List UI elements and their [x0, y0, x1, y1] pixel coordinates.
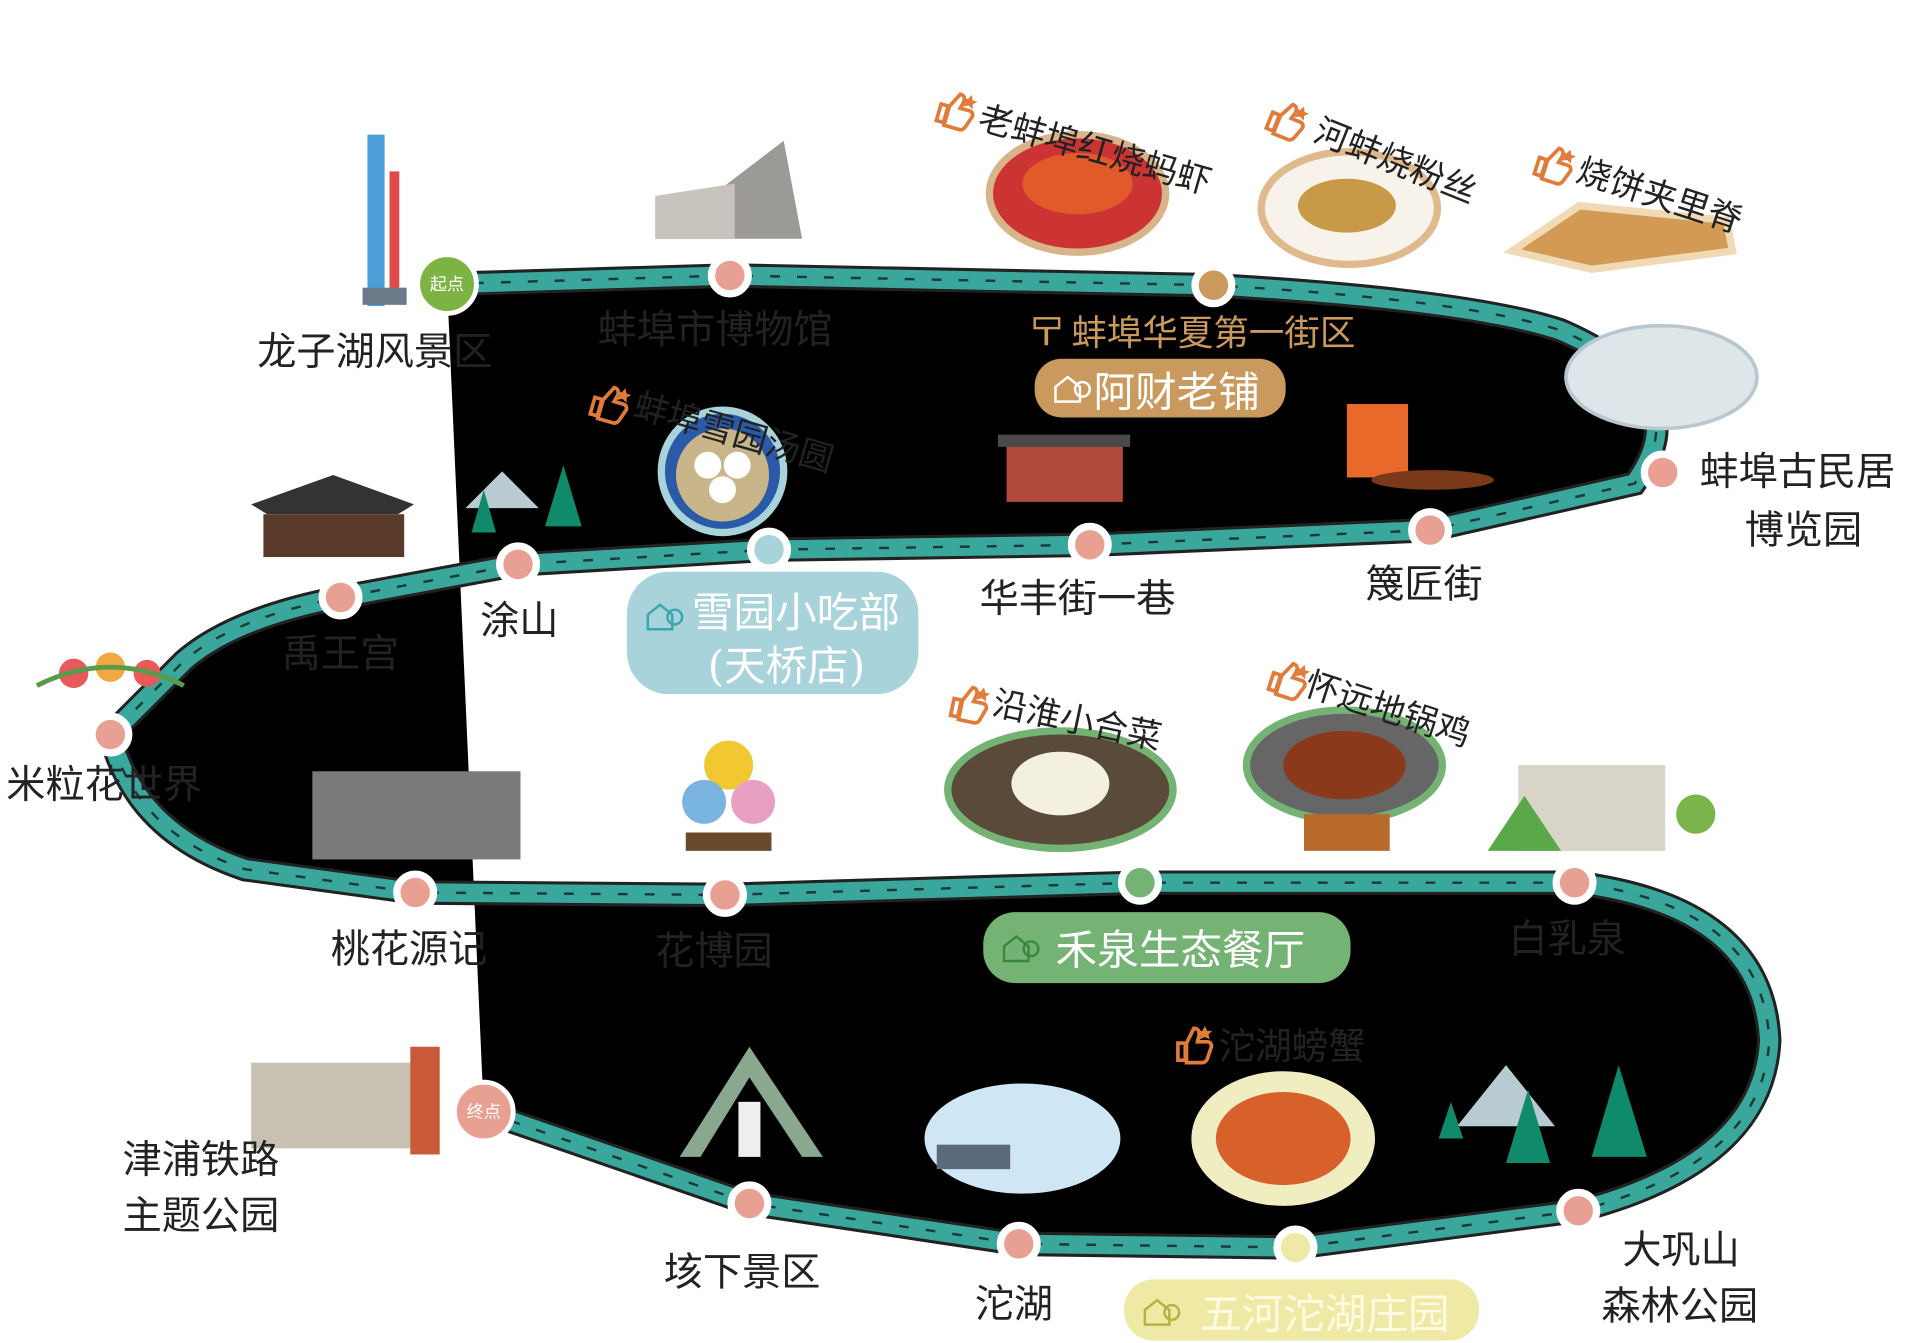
- label-gaixia: 垓下景区: [664, 1250, 821, 1295]
- stop-marker-hequan[interactable]: [1117, 860, 1163, 905]
- stop-marker-huaxia[interactable]: [1191, 263, 1236, 308]
- signpost-icon: [1033, 317, 1061, 346]
- restaurant-xueyuan[interactable]: 雪园小吃部 (天桥店): [627, 571, 919, 695]
- stop-marker-huabo[interactable]: [702, 872, 747, 917]
- stop-marker-bairu[interactable]: [1552, 860, 1597, 905]
- label-huafeng: 华丰街一巷: [980, 577, 1176, 622]
- route-road: [110, 275, 1770, 1248]
- guminju-aerial-image: [1564, 323, 1759, 431]
- stop-marker-miejiang[interactable]: [1408, 508, 1453, 553]
- stop-marker-mili[interactable]: [88, 712, 133, 757]
- mili-flowers-image: [35, 652, 185, 689]
- tangyuan-bowl-image: [657, 406, 788, 537]
- yuwang-gate-image: [251, 475, 414, 558]
- stop-marker-tuohu[interactable]: [996, 1221, 1041, 1266]
- stop-marker-museum[interactable]: [707, 253, 752, 298]
- taohua-stone-image: [312, 771, 521, 860]
- route-stops: 起点 终点: [88, 252, 1685, 1270]
- clam-dish-image: [1257, 148, 1442, 269]
- svg-text:禾泉生态餐厅: 禾泉生态餐厅: [1055, 926, 1305, 975]
- stop-marker-tushan[interactable]: [496, 542, 541, 587]
- svg-text:(天桥店): (天桥店): [708, 642, 865, 691]
- svg-text:沱湖螃蟹: 沱湖螃蟹: [1218, 1025, 1365, 1068]
- tuohu-lake-image: [924, 1083, 1121, 1194]
- label-tuohu: 沱湖: [975, 1282, 1053, 1327]
- label-huabo: 花博园: [655, 930, 772, 975]
- label-huaxia: 蚌埠华夏第一街区: [1033, 313, 1355, 354]
- stop-marker-huafeng[interactable]: [1067, 522, 1112, 567]
- label-dagong-line2: 森林公园: [1602, 1285, 1759, 1330]
- yanhuai-dish-image: [944, 727, 1177, 853]
- svg-text:蚌埠华夏第一街区: 蚌埠华夏第一街区: [1071, 313, 1355, 354]
- stop-marker-gaixia[interactable]: [727, 1181, 772, 1226]
- restaurant-wuhe[interactable]: 五河沱湖庄园: [1124, 1279, 1480, 1341]
- label-dagong-line1: 大巩山: [1622, 1228, 1739, 1273]
- tushan-forest-image: [465, 465, 582, 533]
- label-jinpu-line1: 津浦铁路: [123, 1138, 280, 1183]
- thumbs-up-icon: [1263, 94, 1313, 146]
- svg-text:阿财老铺: 阿财老铺: [1093, 367, 1259, 416]
- label-bairu: 白乳泉: [1508, 917, 1625, 962]
- shaobing-image: [1503, 201, 1737, 274]
- dagong-forest-image: [1438, 1065, 1647, 1164]
- crab-image: [1191, 1071, 1376, 1206]
- stop-marker-xueyuan[interactable]: [746, 527, 792, 572]
- label-guminju-line2: 博览园: [1745, 509, 1862, 554]
- chicken-pot-image: [1242, 706, 1447, 851]
- restaurant-acai[interactable]: 阿财老铺: [1034, 358, 1286, 418]
- svg-text:雪园小吃部: 雪园小吃部: [692, 588, 900, 637]
- label-museum: 蚌埠市博物馆: [598, 308, 833, 353]
- huafeng-street-image: [997, 434, 1131, 502]
- thumbs-up-icon: [933, 85, 981, 135]
- longzihu-monument-image: [362, 134, 407, 307]
- label-tushan: 涂山: [480, 599, 558, 644]
- miejiang-vendor-image: [1346, 404, 1494, 490]
- huabo-flower-image: [682, 740, 776, 851]
- label-jinpu-line2: 主题公园: [123, 1194, 280, 1239]
- bairu-gate-image: [1487, 765, 1716, 851]
- label-yuwang: 禹王宫: [282, 632, 399, 677]
- stop-marker-guminju[interactable]: [1640, 450, 1685, 495]
- stop-marker-wuhe[interactable]: [1273, 1225, 1318, 1270]
- stop-marker-taohua[interactable]: [393, 870, 438, 915]
- thumbs-up-icon: [1531, 139, 1580, 189]
- stop-marker-yuwang[interactable]: [318, 575, 363, 620]
- start-badge: 起点: [415, 252, 479, 316]
- thumbs-up-icon: [948, 679, 994, 727]
- label-taohua: 桃花源记: [331, 927, 488, 972]
- label-guminju-line1: 蚌埠古民居: [1699, 450, 1895, 495]
- svg-text:起点: 起点: [430, 275, 464, 295]
- stop-marker-dagong[interactable]: [1556, 1188, 1601, 1233]
- svg-text:终点: 终点: [467, 1103, 501, 1123]
- end-badge: 终点: [451, 1079, 516, 1144]
- gaixia-monument-image: [679, 1046, 823, 1157]
- label-longzihu: 龙子湖风景区: [257, 330, 492, 375]
- label-miejiang: 篾匠街: [1365, 562, 1482, 607]
- svg-text:五河沱湖庄园: 五河沱湖庄园: [1200, 1289, 1450, 1338]
- restaurant-hequan[interactable]: 禾泉生态餐厅: [983, 912, 1351, 984]
- museum-image: [655, 140, 803, 239]
- crayfish-dish-image: [985, 130, 1170, 256]
- food-crab: 沱湖螃蟹: [1176, 1024, 1365, 1068]
- jinpu-wall-image: [251, 1046, 440, 1155]
- label-mili: 米粒花世界: [6, 763, 202, 808]
